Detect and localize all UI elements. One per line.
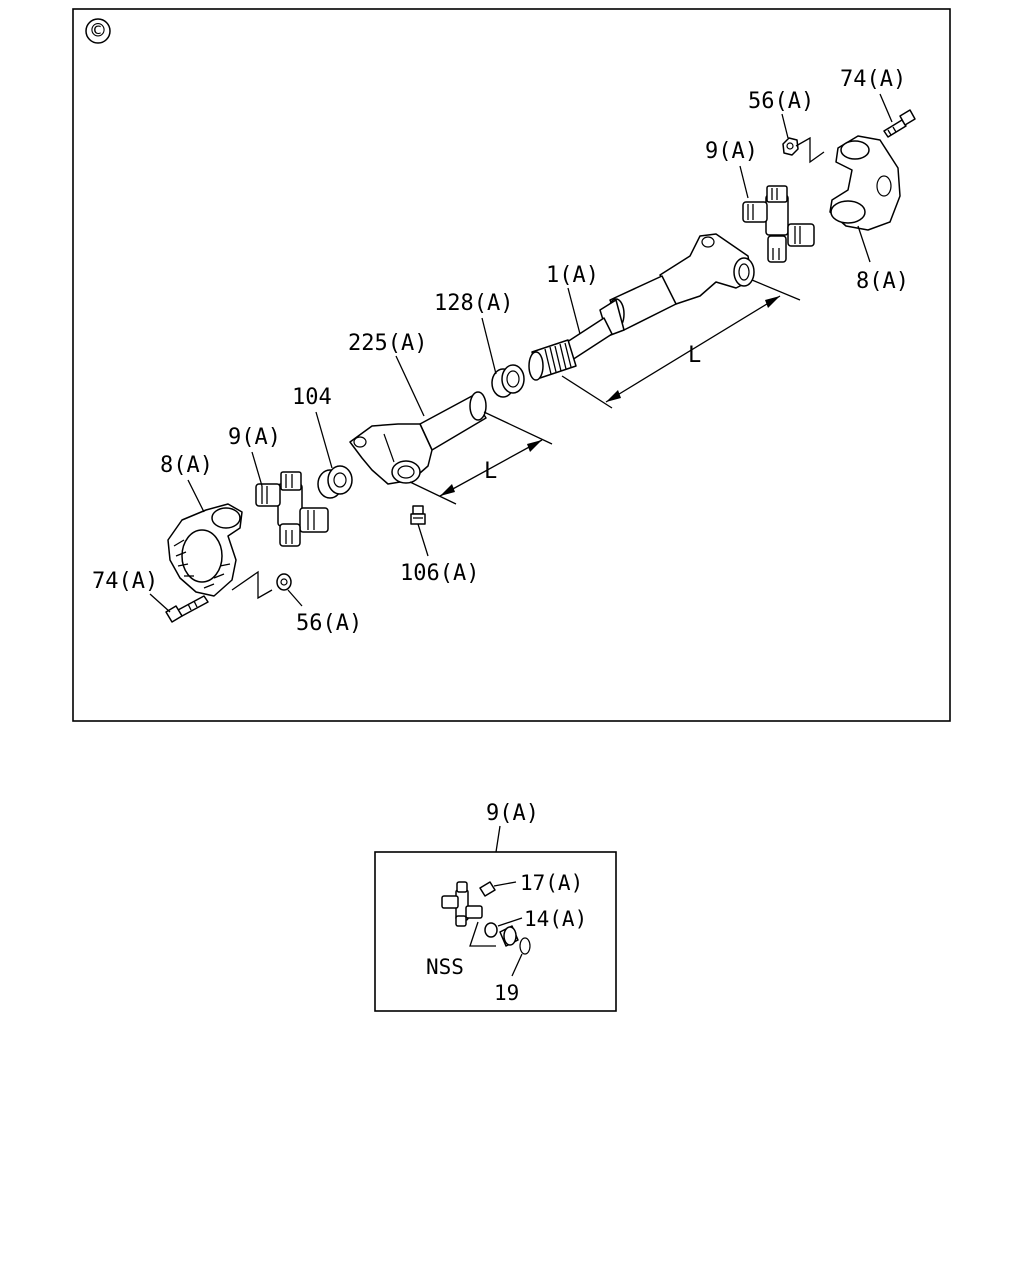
label-9-top: 9(A) xyxy=(705,139,758,164)
universal-joint-right xyxy=(742,185,815,263)
detail-snap-ring xyxy=(519,937,531,955)
leader-8-left xyxy=(187,479,205,513)
label-74-top: 74(A) xyxy=(840,67,906,92)
leader-9-top xyxy=(739,165,749,199)
flange-yoke-right xyxy=(829,135,901,231)
universal-joint-left xyxy=(255,471,329,547)
view-marker: © xyxy=(91,19,105,44)
leader-1 xyxy=(567,287,581,335)
label-14: 14(A) xyxy=(524,907,587,931)
leader-9-left xyxy=(251,451,263,487)
leader-56-top xyxy=(781,113,789,139)
label-nss: NSS xyxy=(426,955,464,979)
tube-yoke xyxy=(659,233,755,305)
label-dimension-long: L xyxy=(688,343,701,368)
label-74-left: 74(A) xyxy=(92,569,158,594)
label-9-left: 9(A) xyxy=(228,425,281,450)
label-19: 19 xyxy=(494,981,519,1005)
leader-74-left xyxy=(149,593,171,613)
bolt-left xyxy=(165,595,209,623)
dimension-short xyxy=(409,411,553,505)
dimension-long xyxy=(561,279,801,409)
leader-225 xyxy=(395,355,425,417)
leader-detail-title xyxy=(495,825,501,853)
group-bracket-left xyxy=(231,570,273,600)
flange-yoke-left xyxy=(167,503,243,597)
grease-nipple xyxy=(410,505,426,525)
label-17: 17(A) xyxy=(520,871,583,895)
leader-8-right xyxy=(857,225,871,263)
label-8-left: 8(A) xyxy=(160,453,213,478)
seal-104 xyxy=(317,465,353,499)
detail-title: 9(A) xyxy=(486,801,539,826)
label-225: 225(A) xyxy=(348,331,427,356)
label-104: 104 xyxy=(292,385,332,410)
detail-joint-cross xyxy=(441,881,483,927)
view-marker-circle xyxy=(85,18,111,44)
label-128: 128(A) xyxy=(434,291,513,316)
leader-106 xyxy=(417,523,429,557)
leader-128 xyxy=(481,317,497,375)
leader-19 xyxy=(511,953,523,977)
label-106: 106(A) xyxy=(400,561,479,586)
dust-seal xyxy=(491,364,525,398)
leader-104 xyxy=(315,411,333,469)
leader-56-bottom xyxy=(287,589,303,607)
sleeve-yoke xyxy=(349,391,487,485)
detail-bearing-cup xyxy=(484,922,519,947)
label-8-right: 8(A) xyxy=(856,269,909,294)
bolt-right xyxy=(883,109,916,138)
detail-grease-fitting xyxy=(479,881,496,897)
leader-74-top xyxy=(879,93,893,123)
label-56-top: 56(A) xyxy=(748,89,814,114)
leader-14 xyxy=(497,917,523,927)
leader-17 xyxy=(493,881,517,887)
label-dimension-short: L xyxy=(484,459,497,484)
detail-view-frame xyxy=(374,851,617,1012)
nut-left xyxy=(276,573,292,591)
main-view-frame xyxy=(72,8,951,722)
label-1: 1(A) xyxy=(546,263,599,288)
label-56-bottom: 56(A) xyxy=(296,611,362,636)
main-shaft xyxy=(528,275,677,381)
nut-right xyxy=(782,137,799,156)
bracket-nss xyxy=(469,921,496,947)
group-bracket-right xyxy=(795,136,825,164)
